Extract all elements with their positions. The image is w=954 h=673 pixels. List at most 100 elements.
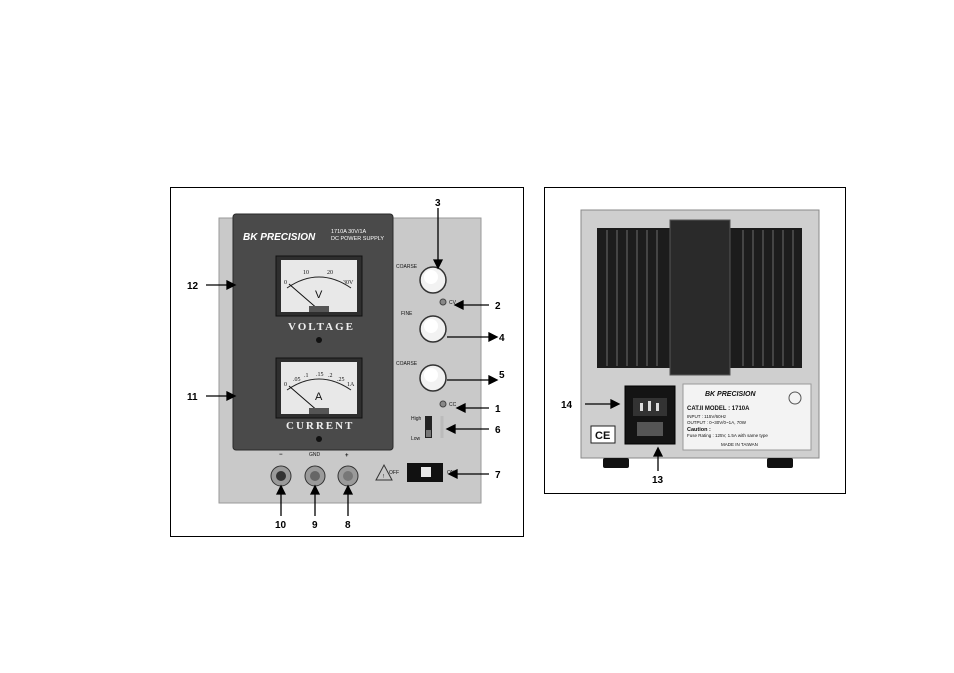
current-scale-arc — [286, 378, 352, 391]
callout-4: 4 — [499, 333, 505, 344]
range-high-label: High — [411, 416, 422, 422]
callout-14-head — [610, 398, 621, 410]
warning-exclamation-icon: ! — [383, 474, 384, 480]
callout-6-head — [445, 423, 456, 435]
fine-voltage-knob-highlight — [424, 319, 438, 333]
callout-4-head — [488, 331, 499, 343]
terminal-minus-label: − — [279, 452, 283, 458]
callout-1: 1 — [495, 404, 501, 415]
terminal-plus-label: + — [345, 453, 349, 459]
voltage-label: VOLTAGE — [288, 321, 355, 333]
range-low-label: Low — [411, 436, 421, 442]
voltage-meter-face — [281, 260, 357, 312]
current-zero-adjust — [316, 436, 322, 442]
caution-label: Caution : — [687, 427, 711, 433]
current-scale-1a: 1A — [347, 382, 355, 388]
current-label: CURRENT — [286, 420, 354, 432]
fine-label: FINE — [401, 311, 413, 317]
front-brand: BK PRECISION — [243, 232, 316, 243]
callout-5-head — [488, 374, 499, 386]
current-unit: A — [315, 391, 323, 403]
fuse-holder[interactable] — [637, 422, 663, 436]
voltage-adjust-screw — [309, 306, 329, 312]
callout-8: 8 — [345, 520, 351, 531]
callout-11-head — [226, 390, 237, 402]
rear-panel-drawing: CE BK PRECISION CAT.II MODEL : 1710A INP… — [561, 209, 820, 486]
callout-10-head — [275, 484, 287, 495]
inlet-pin-left — [640, 403, 643, 411]
front-panel-drawing: BK PRECISION 1710A 30V/1A DC POWER SUPPL… — [187, 198, 505, 531]
coarse-voltage-knob-highlight — [424, 270, 438, 284]
current-needle — [288, 385, 320, 413]
callout-5: 5 — [499, 370, 505, 381]
current-scale-25: .25 — [337, 377, 345, 383]
heatsink-fins — [606, 230, 794, 366]
output-rating: OUTPUT : 0~30V/0~1A, 70W — [687, 420, 747, 425]
rear-brand: BK PRECISION — [705, 391, 757, 398]
positive-terminal-core — [343, 471, 353, 481]
made-in: MADE IN TAIWAN — [721, 442, 758, 447]
voltage-scale-0: 0 — [284, 280, 287, 286]
front-model-line2: DC POWER SUPPLY — [331, 236, 384, 242]
front-panel-figure: BK PRECISION 1710A 30V/1A DC POWER SUPPL… — [170, 187, 524, 537]
callout-8-head — [342, 484, 354, 495]
terminal-gnd-label: GND — [309, 452, 321, 458]
coarse-voltage-label: COARSE — [396, 264, 418, 270]
callout-1-head — [455, 402, 466, 414]
callout-14: 14 — [561, 400, 573, 411]
current-adjust-screw — [309, 408, 329, 414]
callout-2: 2 — [495, 301, 501, 312]
ul-listing-mark — [788, 391, 802, 405]
voltage-unit: V — [315, 289, 323, 301]
voltage-needle — [288, 283, 320, 311]
callout-13-head — [652, 446, 664, 457]
inlet-pin-ground — [648, 401, 651, 411]
coarse-current-knob-highlight — [424, 368, 438, 382]
current-meter-face — [281, 362, 357, 414]
callout-7-head — [447, 468, 458, 480]
negative-terminal-core — [276, 471, 286, 481]
cc-indicator-led — [439, 400, 447, 408]
input-rating: INPUT : 115V/60Hz — [687, 414, 727, 419]
gnd-terminal-core — [310, 471, 320, 481]
callout-9: 9 — [312, 520, 318, 531]
cc-label: CC — [449, 402, 457, 408]
range-switch-lever — [426, 430, 431, 437]
range-switch[interactable] — [425, 416, 432, 438]
heatsink-cover — [669, 219, 731, 376]
voltage-scale-10: 10 — [303, 270, 309, 276]
callout-13: 13 — [652, 475, 664, 486]
warning-triangle-icon — [375, 463, 393, 481]
callout-7: 7 — [495, 470, 501, 481]
coarse-current-label: COARSE — [396, 361, 418, 367]
current-scale-2: .2 — [328, 373, 333, 379]
front-model-line1: 1710A 30V/1A — [331, 229, 367, 235]
callout-10: 10 — [275, 520, 287, 531]
callout-3-head — [432, 259, 444, 270]
callout-2-head — [453, 299, 464, 311]
ce-mark-box — [590, 425, 616, 444]
callout-12-head — [226, 279, 237, 291]
callout-12: 12 — [187, 281, 199, 292]
power-off-label: OFF — [389, 470, 399, 476]
current-scale-15: .15 — [316, 372, 324, 378]
callout-11: 11 — [187, 392, 198, 403]
cat-model: CAT.II MODEL : 1710A — [687, 406, 750, 412]
voltage-scale-30: 30V — [343, 280, 354, 286]
rear-panel-figure: CE BK PRECISION CAT.II MODEL : 1710A INP… — [544, 187, 846, 494]
callout-3: 3 — [435, 198, 441, 209]
rear-foot-left — [603, 458, 629, 468]
current-scale-05: .05 — [293, 377, 301, 383]
current-scale-1: .1 — [304, 373, 309, 379]
cv-label: CV — [449, 300, 457, 306]
inlet-pin-right — [656, 403, 659, 411]
rear-foot-right — [767, 458, 793, 468]
callout-6: 6 — [495, 425, 501, 436]
cv-indicator-led — [439, 298, 447, 306]
fuse-rating: Fuse Rating : 125V, 1.5A with same type — [687, 433, 768, 438]
voltage-scale-20: 20 — [327, 270, 333, 276]
ce-mark: CE — [595, 430, 610, 442]
current-scale-0: 0 — [284, 382, 287, 388]
voltage-scale-arc — [286, 276, 352, 289]
power-switch-rocker — [421, 467, 431, 477]
